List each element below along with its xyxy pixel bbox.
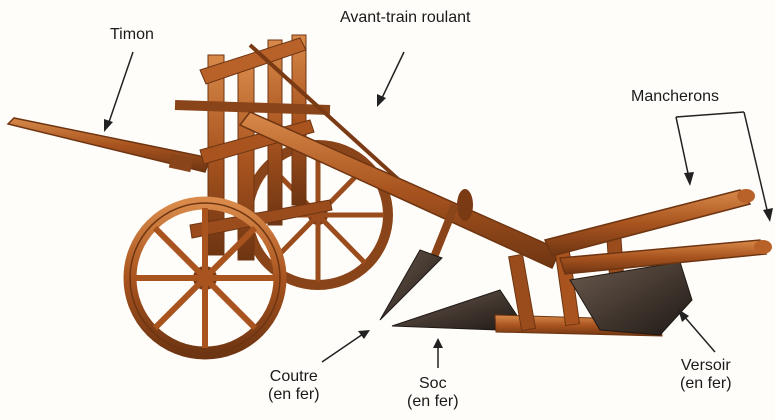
coutre-arrow [322,330,370,362]
soc-arrow [433,338,443,368]
label-mancherons: Mancherons [631,88,719,106]
versoir-arrow [678,309,715,352]
label-avant-train: Avant-train roulant [340,9,470,27]
label-coutre: Coutre (en fer) [268,368,320,404]
label-timon: Timon [110,26,154,44]
label-soc: Soc (en fer) [407,375,459,411]
label-versoir: Versoir (en fer) [680,357,732,393]
front-wheel [130,203,280,353]
mancherons-arrow-left [676,117,694,186]
timon-arrow [104,52,133,132]
avant-train-arrow [377,52,404,107]
mancherons-handles [545,189,772,274]
